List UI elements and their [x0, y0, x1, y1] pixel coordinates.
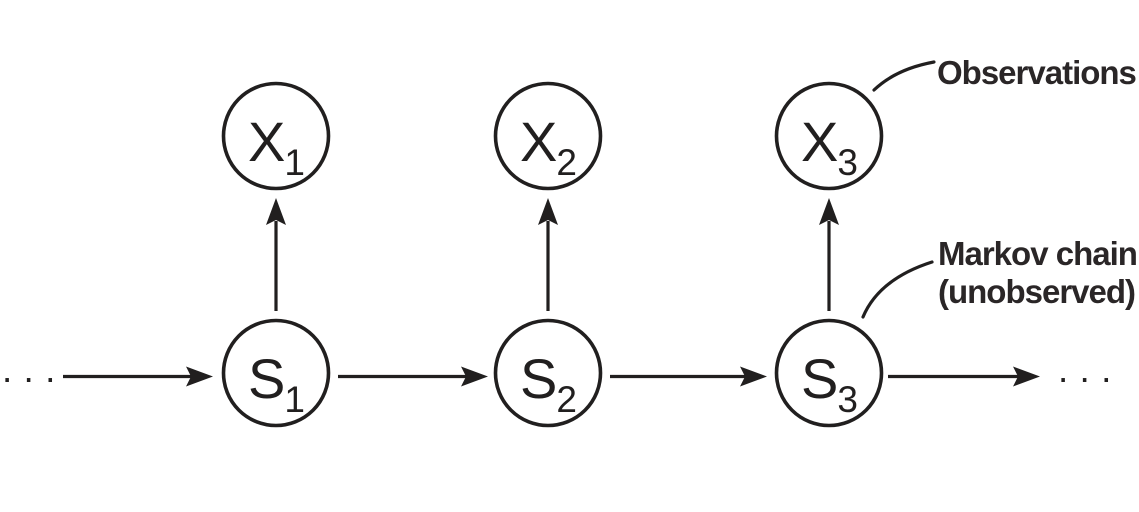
node-s2: S2 [493, 318, 603, 428]
markov-chain-label-line1: Markov chain [938, 235, 1137, 272]
edge-into-s1 [63, 366, 213, 387]
node-x2: X2 [493, 81, 603, 191]
node-x1-circle [221, 81, 331, 191]
observations-callout-line [872, 60, 936, 92]
observations-label: Observations [937, 54, 1136, 91]
edge-s3-x3 [819, 198, 839, 311]
node-x2-label: X2 [520, 110, 576, 183]
node-s1-sub: 1 [284, 379, 304, 420]
node-s3: S3 [774, 318, 884, 428]
edge-s2-s3 [610, 366, 767, 387]
edge-s3-out-arrowhead-icon [1013, 366, 1040, 387]
markov-chain-callout-line [861, 260, 934, 319]
edge-s3-out [888, 366, 1040, 387]
node-x3-base: X [801, 110, 838, 173]
node-x2-base: X [520, 110, 557, 173]
node-s2-base: S [520, 347, 556, 410]
node-s1: S1 [221, 318, 331, 428]
node-s3-label: S3 [801, 347, 857, 420]
node-x3-sub: 3 [837, 142, 857, 183]
node-s3-sub: 3 [837, 379, 857, 420]
node-x3-circle [774, 81, 884, 191]
node-x3-label: X3 [801, 110, 857, 183]
node-x1-sub: 1 [284, 142, 304, 183]
node-x2-sub: 2 [556, 142, 576, 183]
node-s2-label: S2 [520, 347, 576, 420]
node-x1-base: X [248, 110, 285, 173]
edge-s2-x2-arrowhead-icon [538, 198, 558, 225]
edge-s3-x3-arrowhead-icon [819, 198, 839, 225]
edge-s1-x1-arrowhead-icon [266, 198, 286, 225]
ellipsis-right: . . . [1058, 349, 1112, 390]
edge-s2-x2 [538, 198, 558, 311]
node-x3: X3 [774, 81, 884, 191]
node-x1: X1 [221, 81, 331, 191]
node-x1-label: X1 [248, 110, 304, 183]
node-s3-base: S [801, 347, 837, 410]
edge-into-s1-arrowhead-icon [186, 366, 213, 387]
node-s1-base: S [248, 347, 284, 410]
node-s2-sub: 2 [556, 379, 576, 420]
edge-s1-x1 [266, 198, 286, 311]
node-s1-label: S1 [248, 347, 304, 420]
edge-s1-s2-arrowhead-icon [461, 366, 488, 387]
ellipsis-left: . . . [2, 349, 56, 390]
edge-s2-s3-arrowhead-icon [740, 366, 767, 387]
node-s3-circle [774, 318, 884, 428]
edge-s1-s2 [338, 366, 488, 387]
markov-chain-label-line2: (unobserved) [938, 273, 1135, 310]
node-s2-circle [493, 318, 603, 428]
node-s1-circle [221, 318, 331, 428]
node-x2-circle [493, 81, 603, 191]
